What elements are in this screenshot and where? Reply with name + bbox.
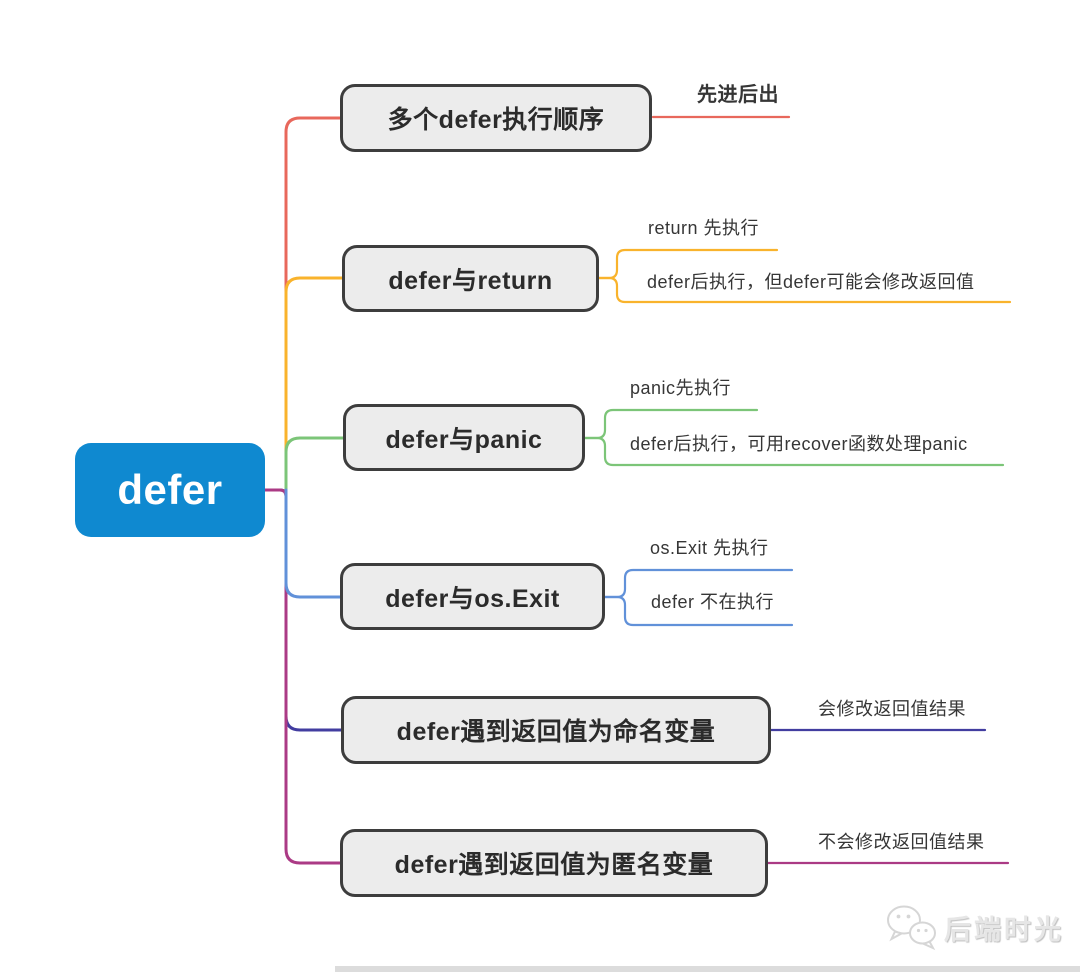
- leafline-branch2-b: [597, 276, 1012, 304]
- branch-node-named-return: defer遇到返回值为命名变量: [341, 696, 771, 764]
- leaf-label-return-first: return 先执行: [648, 218, 760, 238]
- connector-branch-1: [284, 116, 342, 492]
- connector-branch-2: [284, 276, 344, 492]
- leaf-label-panic-first: panic先执行: [630, 378, 732, 398]
- branch-node-defer-osexit: defer与os.Exit: [340, 563, 605, 630]
- leaf-label-osexit-first: os.Exit 先执行: [650, 538, 769, 558]
- leaf-label-fifo: 先进后出: [697, 84, 779, 106]
- branch-node-defer-panic: defer与panic: [343, 404, 585, 471]
- leaf-label-modifies-result: 会修改返回值结果: [818, 699, 966, 719]
- connector-branch-5: [263, 488, 343, 732]
- leaf-label-defer-after-return: defer后执行，但defer可能会修改返回值: [647, 272, 975, 292]
- leafline-branch3-b: [583, 436, 1005, 467]
- branch-node-exec-order: 多个defer执行顺序: [340, 84, 652, 152]
- connector-branch-3: [284, 436, 345, 492]
- branch-node-defer-return: defer与return: [342, 245, 599, 312]
- connector-branch-4: [284, 488, 342, 599]
- leaf-label-defer-after-panic: defer后执行，可用recover函数处理panic: [630, 434, 968, 454]
- leaf-label-defer-not-run: defer 不在执行: [651, 592, 775, 612]
- leaf-label-not-modifies-result: 不会修改返回值结果: [818, 832, 985, 852]
- watermark: 后端时光: [884, 903, 1064, 951]
- branch-node-anon-return: defer遇到返回值为匿名变量: [340, 829, 768, 897]
- watermark-text: 后端时光: [944, 914, 1064, 945]
- bottom-divider: [335, 966, 1080, 972]
- leafline-branch4-b: [603, 595, 794, 627]
- connector-branch-6: [263, 488, 342, 865]
- root-node-defer: defer: [75, 443, 265, 537]
- wechat-icon: [887, 905, 936, 951]
